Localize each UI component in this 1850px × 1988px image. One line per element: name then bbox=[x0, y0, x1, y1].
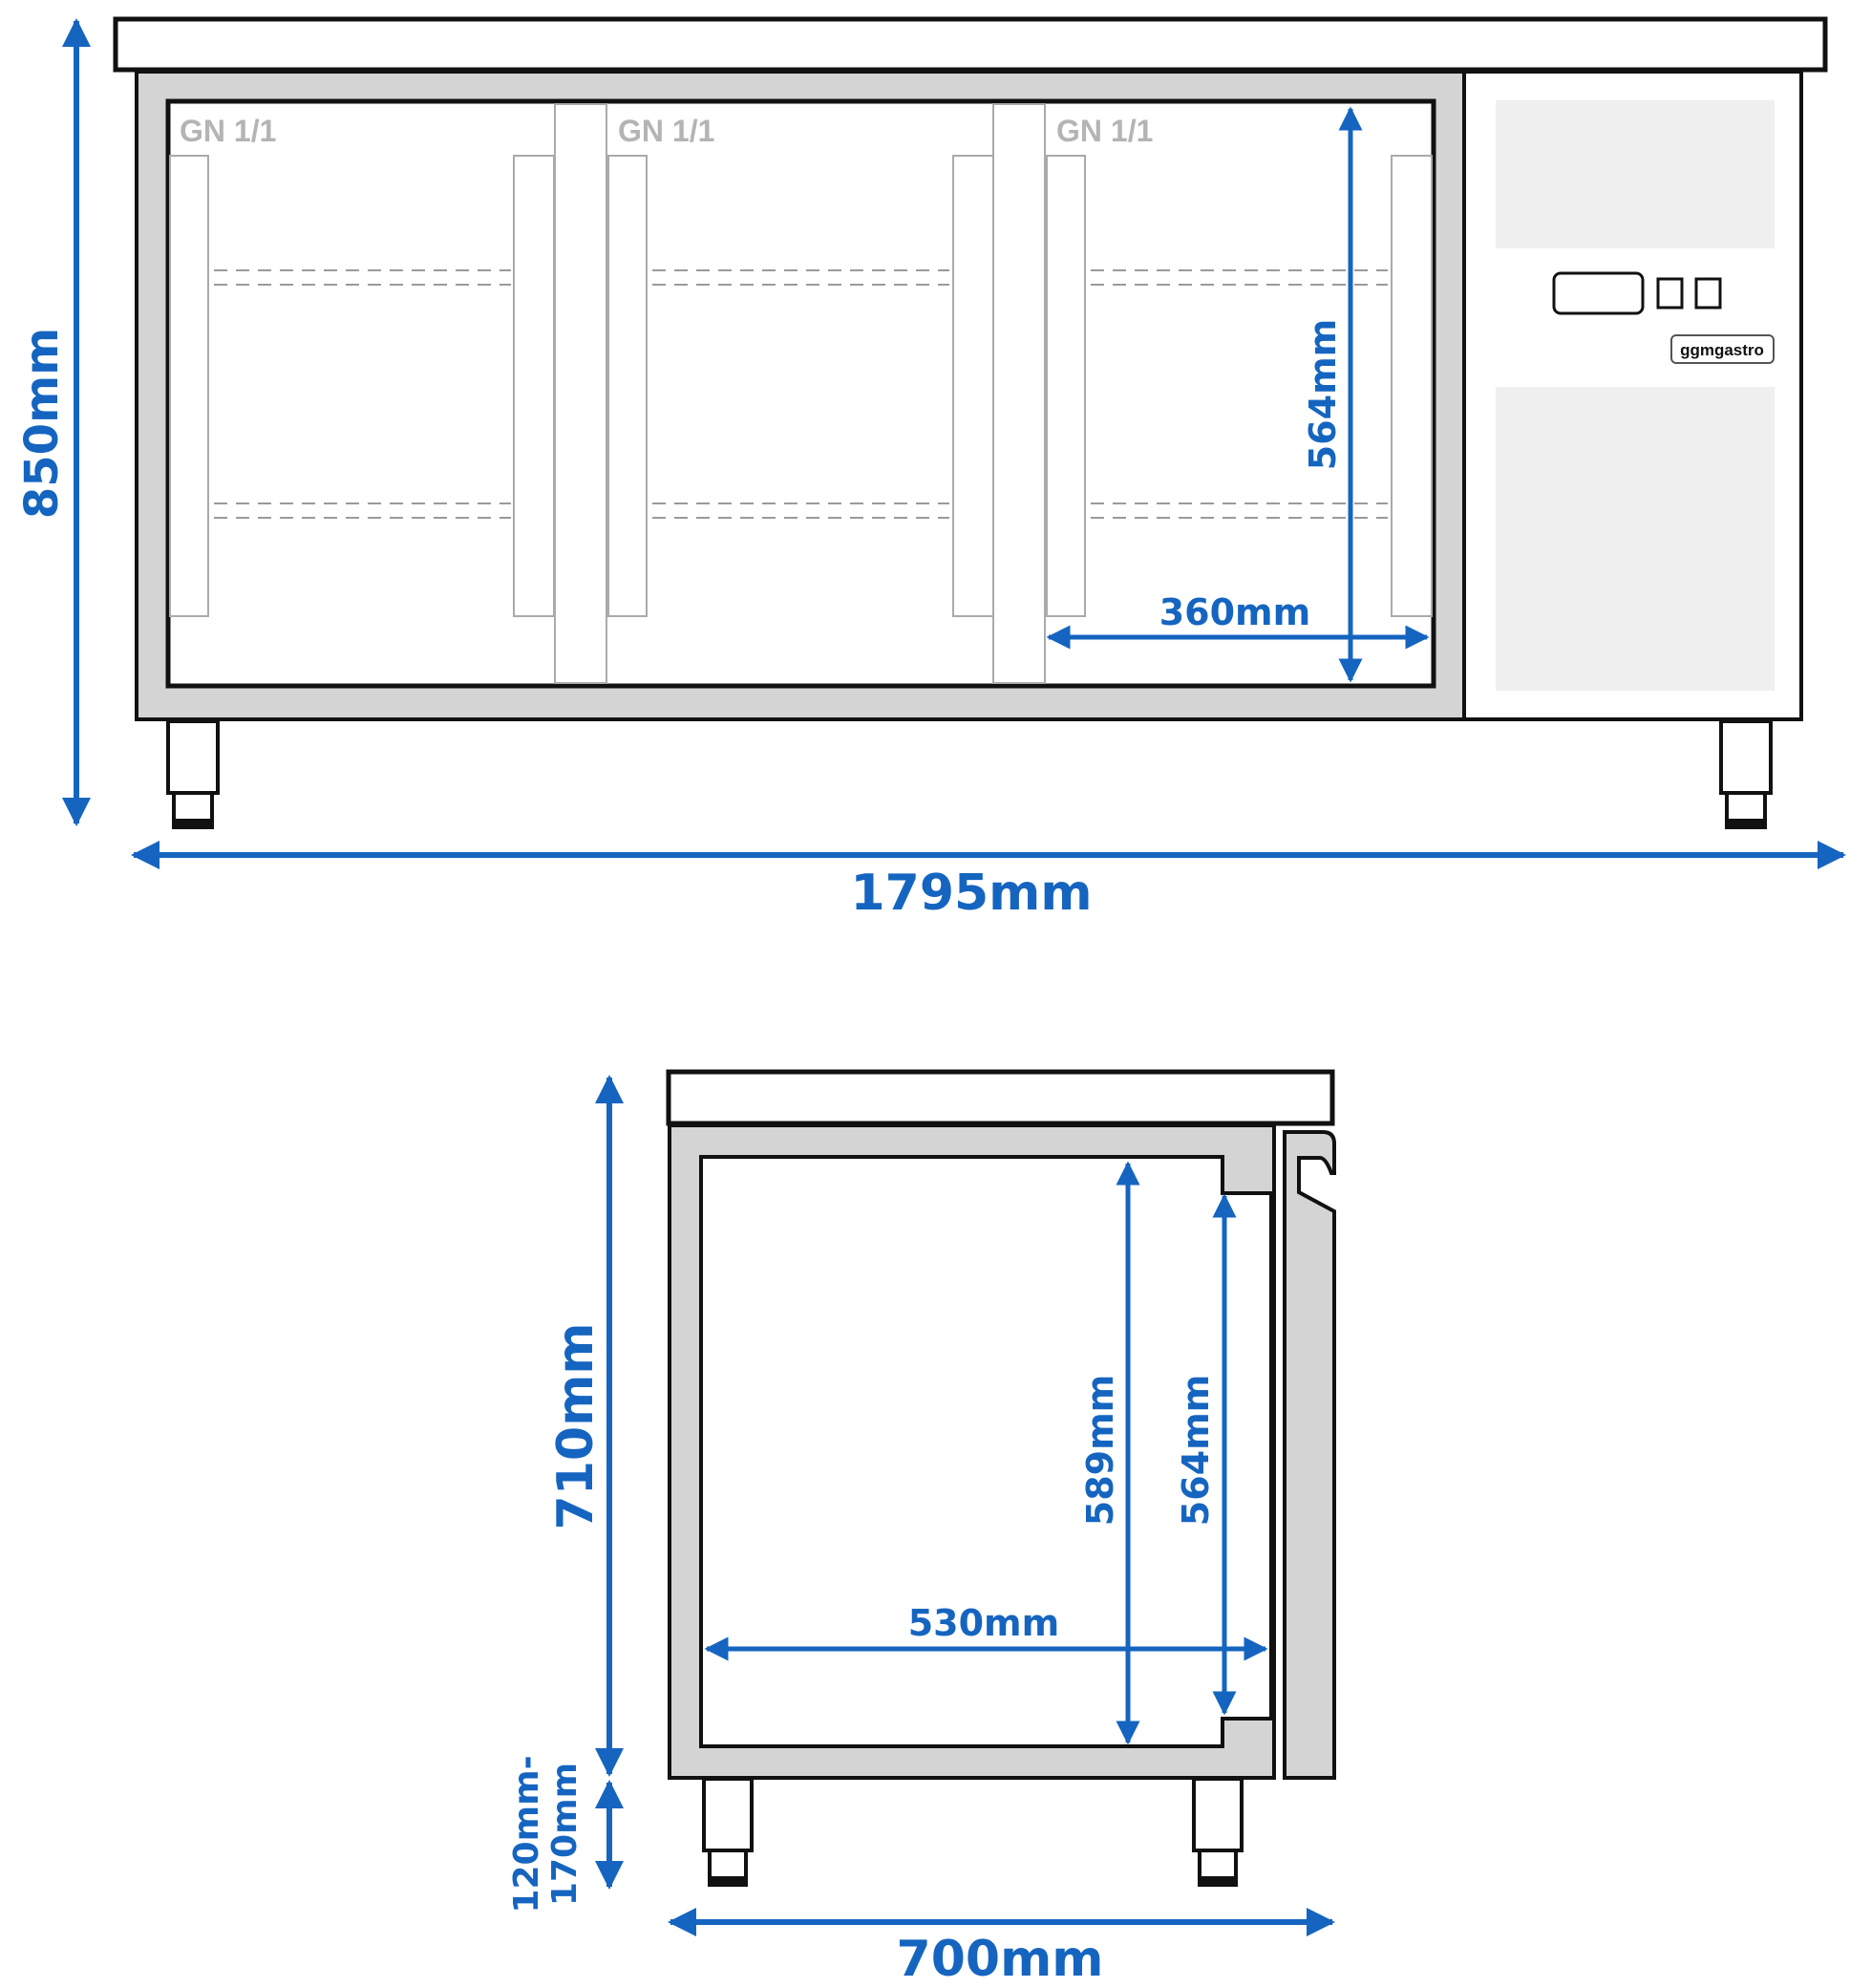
side-view: 710mm 120mm- 170mm 700mm 530mm 589mm 564… bbox=[507, 1069, 1336, 1988]
brand-badge bbox=[1670, 334, 1775, 364]
compartment-label: GN 1/1 bbox=[180, 114, 276, 148]
side-height-label: 710mm bbox=[547, 1323, 605, 1530]
compartment-label: GN 1/1 bbox=[618, 114, 714, 148]
leg-height-label-line2: 170mm bbox=[545, 1763, 585, 1906]
door-handle bbox=[513, 155, 555, 617]
door-divider-1 bbox=[554, 103, 607, 684]
depth-label: 700mm bbox=[897, 1931, 1104, 1983]
side-inner-height-b-label: 564mm bbox=[1175, 1375, 1217, 1527]
door-divider-2 bbox=[992, 103, 1046, 684]
door-handle bbox=[1391, 155, 1433, 617]
side-inner-height-a-label: 589mm bbox=[1079, 1375, 1121, 1527]
button-icon bbox=[1656, 277, 1684, 310]
shelves bbox=[214, 269, 1388, 519]
compartment-label: GN 1/1 bbox=[1056, 114, 1153, 148]
brand-label: ggmgastro bbox=[1680, 341, 1764, 359]
inner-height-label: 564mm bbox=[1302, 319, 1344, 471]
side-inner-width-label: 530mm bbox=[908, 1602, 1060, 1644]
vent-panel-top bbox=[1496, 100, 1775, 248]
door-handle bbox=[607, 155, 648, 617]
door-handle bbox=[169, 155, 209, 617]
side-worktop bbox=[666, 1069, 1335, 1126]
button-icon bbox=[1694, 277, 1722, 310]
height-label: 850mm bbox=[15, 328, 69, 519]
door-handle bbox=[952, 155, 994, 617]
vent-panel-bottom bbox=[1496, 387, 1775, 691]
display-icon bbox=[1552, 271, 1645, 315]
door-handle bbox=[1046, 155, 1086, 617]
leg-height-label-line1: 120mm- bbox=[507, 1755, 546, 1913]
leg bbox=[1719, 719, 1773, 795]
leg bbox=[702, 1777, 754, 1852]
leg bbox=[1192, 1777, 1244, 1852]
side-door bbox=[1283, 1130, 1336, 1780]
leg-foot-caps bbox=[710, 1876, 1236, 1885]
inner-width-label: 360mm bbox=[1159, 591, 1311, 633]
front-worktop bbox=[113, 16, 1828, 73]
side-legs bbox=[702, 1777, 1244, 1887]
leg bbox=[166, 719, 220, 795]
width-label: 1795mm bbox=[850, 865, 1092, 922]
front-view: GN 1/1 GN 1/1 GN 1/1 ggmgastro 850mm 179… bbox=[15, 16, 1846, 922]
leg-foot-caps bbox=[174, 819, 1765, 827]
front-glass-door bbox=[165, 98, 1436, 689]
front-legs bbox=[166, 719, 1773, 829]
